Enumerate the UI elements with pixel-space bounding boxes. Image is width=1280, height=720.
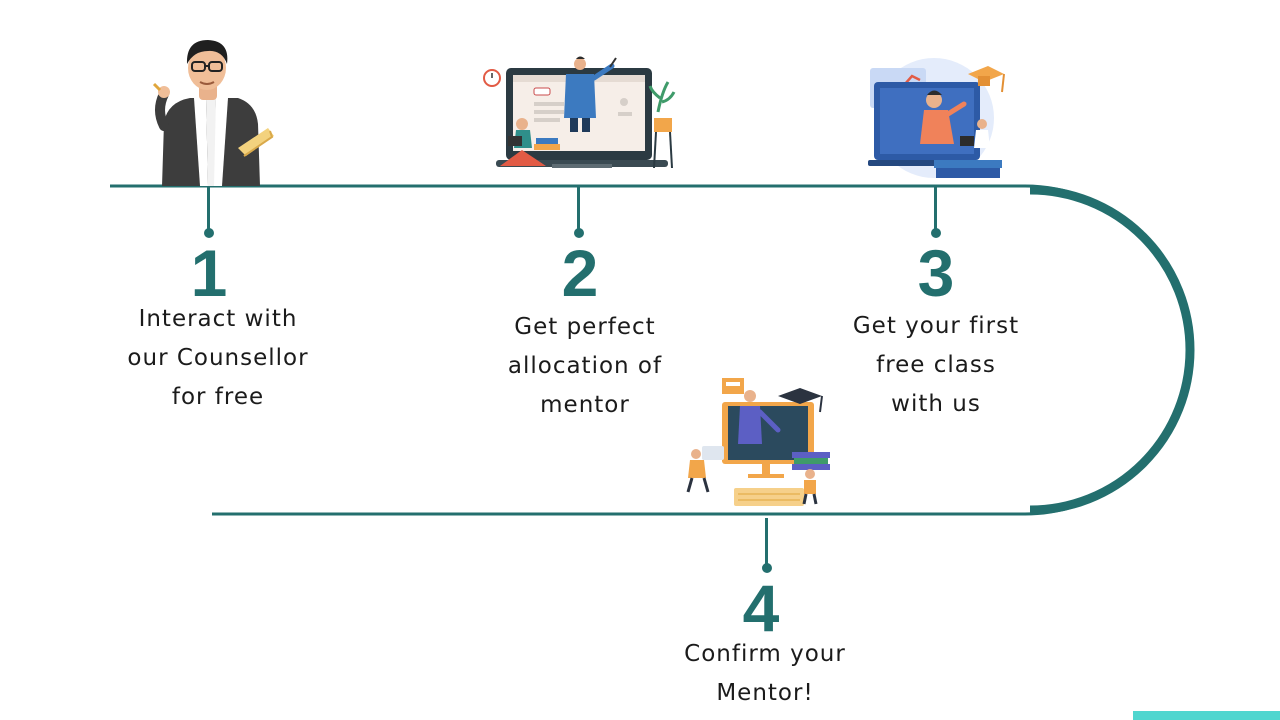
step-3-dot bbox=[931, 228, 941, 238]
step-4-number: 4 bbox=[742, 571, 780, 645]
step-1-label: Interact with our Counsellor for free bbox=[127, 306, 309, 410]
step-4-label: Confirm your Mentor! bbox=[684, 641, 846, 706]
step-3-label: Get your first free class with us bbox=[852, 313, 1020, 417]
live-online-class-illustration bbox=[483, 56, 676, 169]
step-1-dot bbox=[204, 228, 214, 238]
step-3-connector bbox=[934, 186, 937, 232]
accent-bar bbox=[1133, 711, 1280, 720]
graduation-laptop-class-illustration bbox=[868, 58, 1005, 178]
step-2-dot bbox=[574, 228, 584, 238]
step-2-connector bbox=[577, 186, 580, 232]
step-1-number: 1 bbox=[190, 236, 228, 310]
step-4-connector bbox=[765, 518, 768, 566]
counsellor-with-book-illustration bbox=[152, 40, 274, 186]
step-1-connector bbox=[207, 186, 210, 232]
step-2-number: 2 bbox=[561, 236, 599, 310]
step-3-number: 3 bbox=[917, 236, 955, 310]
step-4-dot bbox=[762, 563, 772, 573]
step-2-label: Get perfect allocation of mentor bbox=[507, 314, 663, 418]
mentor-computer-classroom-illustration bbox=[686, 378, 830, 506]
